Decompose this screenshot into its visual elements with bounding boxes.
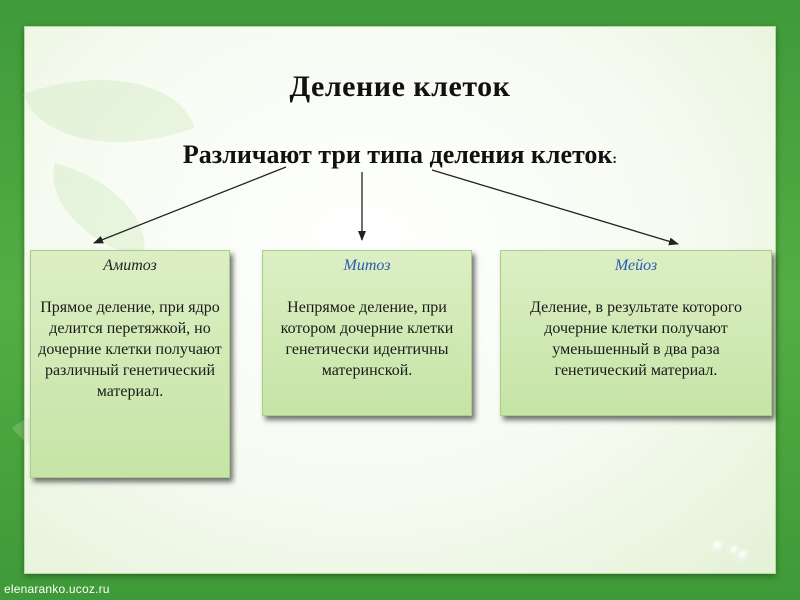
card-heading: Амитоз [103,257,157,274]
card-heading: Мейоз [614,257,658,274]
card-heading: Митоз [343,257,391,274]
bubble-decoration [712,540,726,554]
subtitle: Различают три типа деления клеток: [0,140,800,170]
arrow-to-amitosis [93,166,287,244]
subtitle-colon: : [612,152,618,167]
bubble-decoration [738,550,750,562]
card-meiosis: Мейоз Деление, в результате которого доч… [500,250,772,416]
subtitle-text: Различают три типа деления клеток [182,140,613,169]
card-description: Прямое деление, при ядро делится перетяж… [38,299,222,400]
arrow-to-meiosis [431,169,679,246]
site-watermark: elenaranko.ucoz.ru [4,582,110,596]
bubble-decoration [730,546,740,556]
card-description: Непрямое деление, при котором дочерние к… [280,299,454,379]
page-title: Деление клеток [289,70,511,103]
card-amitosis: Амитоз Прямое деление, при ядро делится … [30,250,230,478]
card-mitosis: Митоз Непрямое деление, при котором доче… [262,250,472,416]
card-description: Деление, в результате которого дочерние … [530,299,742,379]
